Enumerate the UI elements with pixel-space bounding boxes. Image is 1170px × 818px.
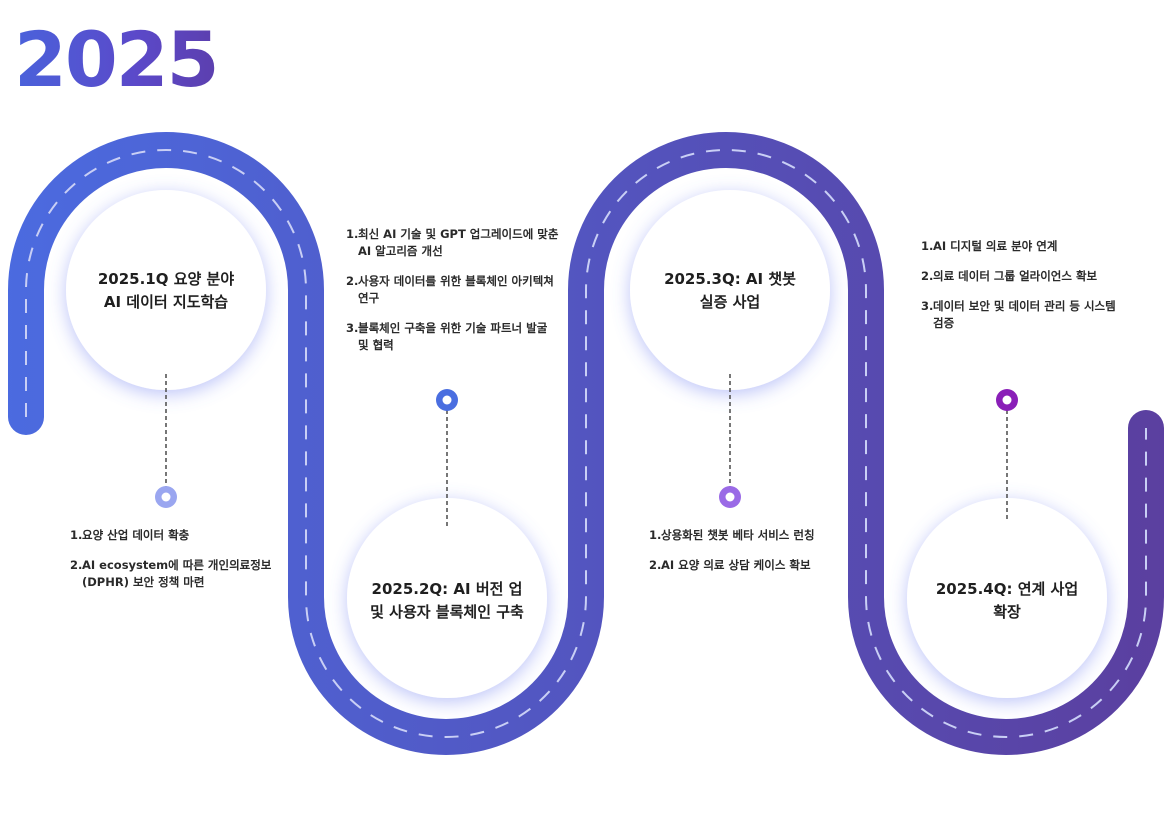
- note-text: 블록체인 구축을 위한 기술 파트너 발굴 및 협력: [358, 321, 548, 352]
- note-item: 2.AI ecosystem에 따른 개인의료정보 (DPHR) 보안 정책 마…: [70, 558, 272, 589]
- milestone-circle-3: [630, 190, 830, 390]
- milestone-circle-1: [66, 190, 266, 390]
- milestone-circle-2: [347, 498, 547, 698]
- milestone-notes-4: 1.AI 디지털 의료 분야 연계 2.의료 데이터 그룹 얼라이언스 확보 3…: [921, 238, 1136, 345]
- milestone-title-1: 2025.1Q 요양 분야 AI 데이터 지도학습: [97, 270, 235, 311]
- note-item: 3.데이터 보안 및 데이터 관리 등 시스템 검증: [921, 299, 1116, 330]
- note-text: AI ecosystem에 따른 개인의료정보 (DPHR) 보안 정책 마련: [82, 558, 272, 589]
- note-item: 3.블록체인 구축을 위한 기술 파트너 발굴 및 협력: [346, 321, 548, 352]
- milestone-title-3: 2025.3Q: AI 챗봇 실증 사업: [664, 270, 796, 311]
- note-text: AI 요양 의료 상담 케이스 확보: [661, 558, 811, 572]
- note-item: 1.요양 산업 데이터 확충: [70, 528, 190, 542]
- note-item: 1.AI 디지털 의료 분야 연계: [921, 239, 1058, 253]
- milestone-notes-1: 1.요양 산업 데이터 확충 2.AI ecosystem에 따른 개인의료정보…: [70, 527, 285, 604]
- milestone-notes-3: 1.상용화된 챗봇 베타 서비스 런칭 2.AI 요양 의료 상담 케이스 확보: [649, 527, 869, 587]
- note-item: 2.AI 요양 의료 상담 케이스 확보: [649, 558, 811, 572]
- milestone-title-2: 2025.2Q: AI 버전 업 및 사용자 블록체인 구축: [370, 580, 524, 621]
- note-text: 상용화된 챗봇 베타 서비스 런칭: [661, 528, 815, 542]
- note-text: 데이터 보안 및 데이터 관리 등 시스템 검증: [933, 299, 1116, 330]
- note-item: 2.의료 데이터 그룹 얼라이언스 확보: [921, 269, 1098, 283]
- note-text: 요양 산업 데이터 확충: [82, 528, 190, 542]
- milestone-circle-4: [907, 498, 1107, 698]
- note-item: 1.최신 AI 기술 및 GPT 업그레이드에 맞춘 AI 알고리즘 개선: [346, 227, 559, 258]
- note-text: 최신 AI 기술 및 GPT 업그레이드에 맞춘 AI 알고리즘 개선: [358, 227, 559, 258]
- marker-dot-3-center: [725, 492, 735, 502]
- marker-dot-1-center: [161, 492, 171, 502]
- note-item: 2.사용자 데이터를 위한 블록체인 아키텍쳐 연구: [346, 274, 554, 305]
- road-lane-markings: [25, 149, 1147, 738]
- note-text: 사용자 데이터를 위한 블록체인 아키텍쳐 연구: [358, 274, 554, 305]
- year-heading: 2025: [14, 15, 220, 104]
- marker-dot-4-center: [1002, 395, 1012, 405]
- milestone-notes-2: 1.최신 AI 기술 및 GPT 업그레이드에 맞춘 AI 알고리즘 개선 2.…: [346, 226, 566, 367]
- milestone-title-4: 2025.4Q: 연계 사업 확장: [935, 580, 1079, 621]
- note-item: 1.상용화된 챗봇 베타 서비스 런칭: [649, 528, 815, 542]
- note-text: 의료 데이터 그룹 얼라이언스 확보: [933, 269, 1098, 283]
- note-text: AI 디지털 의료 분야 연계: [933, 239, 1058, 253]
- marker-dot-2-center: [442, 395, 452, 405]
